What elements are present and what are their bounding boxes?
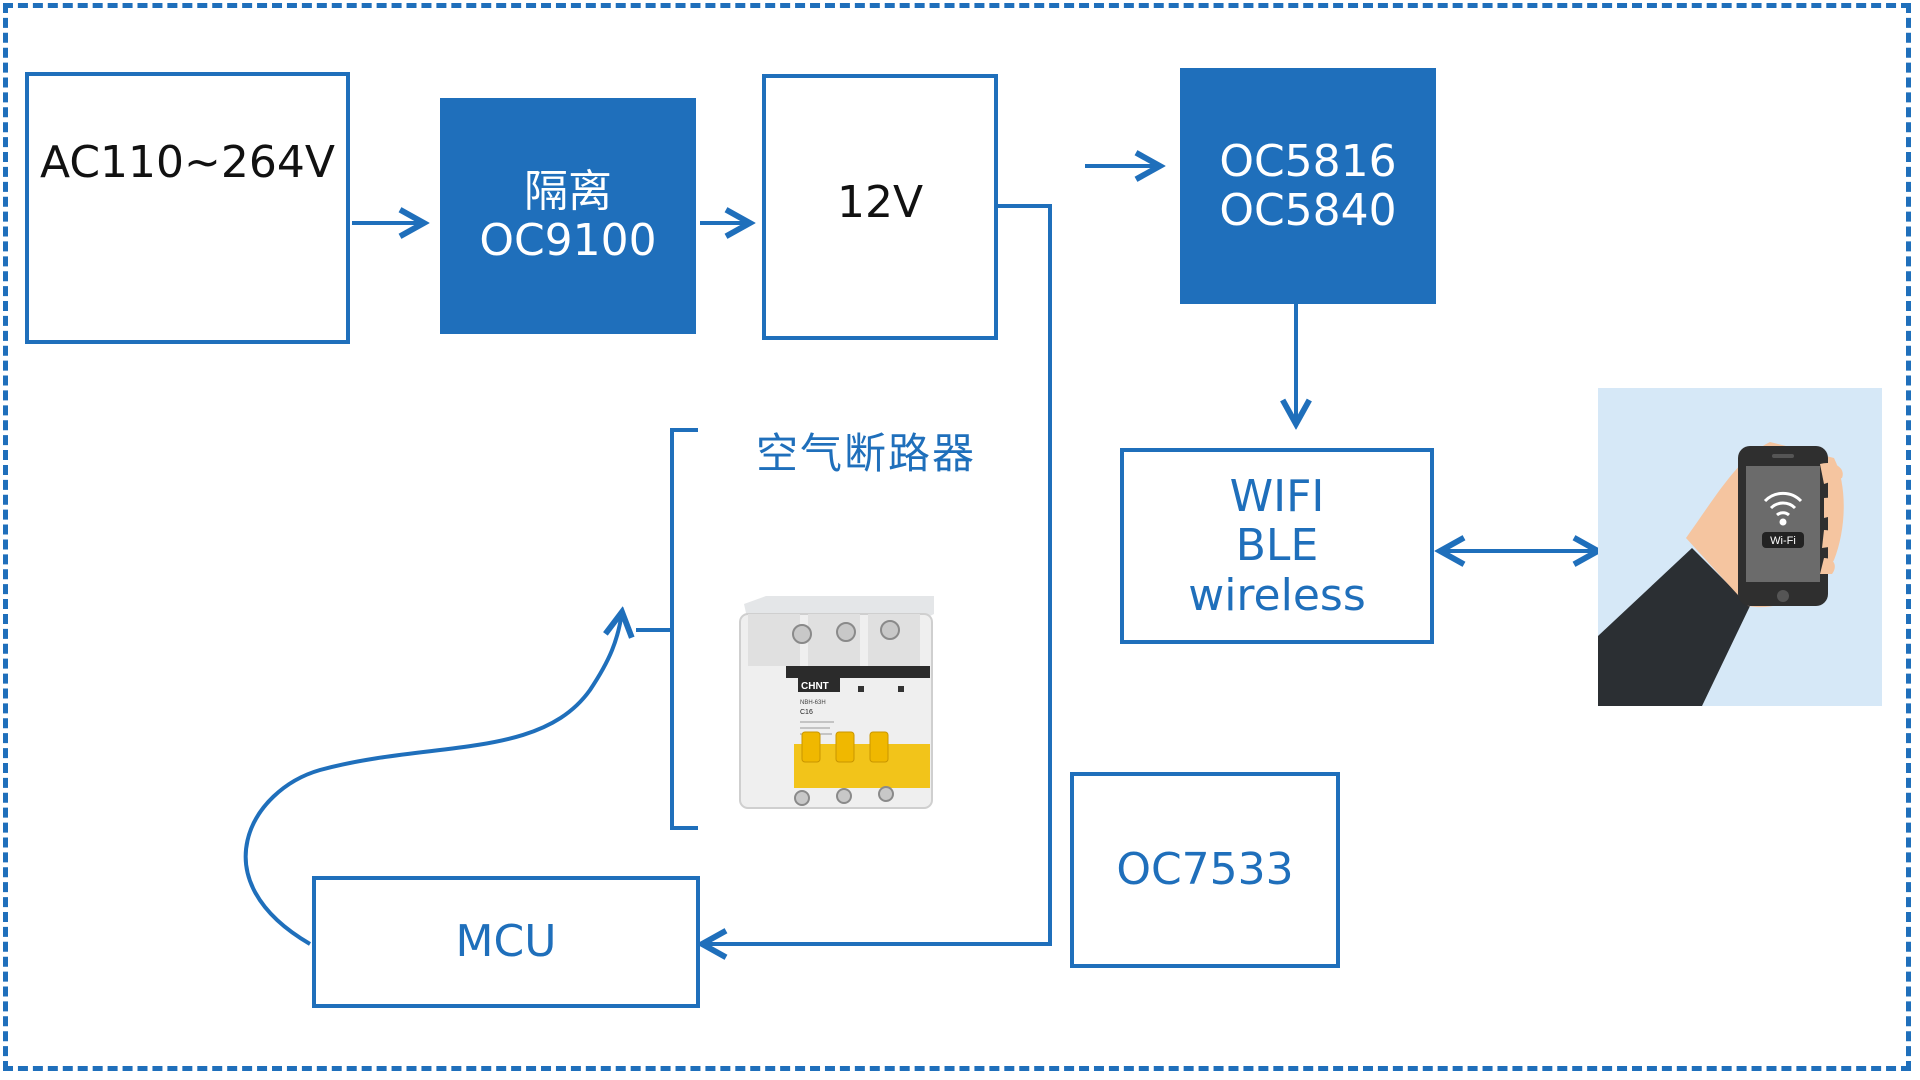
wire-12v-to-mcu [702, 204, 1052, 944]
driver-chip-2: OC5840 [1219, 185, 1397, 236]
wireless-wifi: WIFI [1229, 471, 1325, 523]
isolation-chip: OC9100 [479, 215, 657, 266]
isolation-box: 隔离 OC9100 [440, 98, 696, 334]
mcu-box: MCU [312, 876, 700, 1008]
breaker-title: 空气断路器 [756, 429, 977, 478]
breaker-model: NBH-63H [800, 700, 826, 706]
bracket-breaker [670, 428, 698, 830]
wifi-badge-label: Wi-Fi [1770, 535, 1796, 547]
driver-chip-1: OC5816 [1219, 135, 1397, 187]
mcu-label: MCU [455, 916, 557, 968]
wireless-label: wireless [1188, 569, 1366, 621]
circuit-breaker-image: CHNT NBH-63H C16 [739, 596, 934, 809]
dashed-frame [3, 3, 1911, 1071]
voltage-12v-label: 12V [836, 177, 924, 228]
wireless-ble: BLE [1235, 520, 1319, 572]
chip-oc7533-label: OC7533 [1116, 844, 1294, 896]
voltage-12v-box: 12V [762, 74, 998, 340]
curve-mcu-to-breaker [243, 612, 622, 946]
input-voltage-label: AC110~264V [40, 137, 335, 188]
driver-box: OC5816 OC5840 [1180, 68, 1436, 304]
breaker-brand: CHNT [801, 681, 829, 692]
wireless-box: WIFI BLE wireless [1120, 448, 1434, 644]
input-voltage-box: AC110~264V [25, 72, 350, 344]
isolation-title: 隔离 [524, 165, 612, 217]
breaker-rating: C16 [800, 709, 813, 716]
chip-oc7533-box: OC7533 [1070, 772, 1340, 968]
phone-in-hand-image: Wi-Fi [1598, 388, 1882, 706]
